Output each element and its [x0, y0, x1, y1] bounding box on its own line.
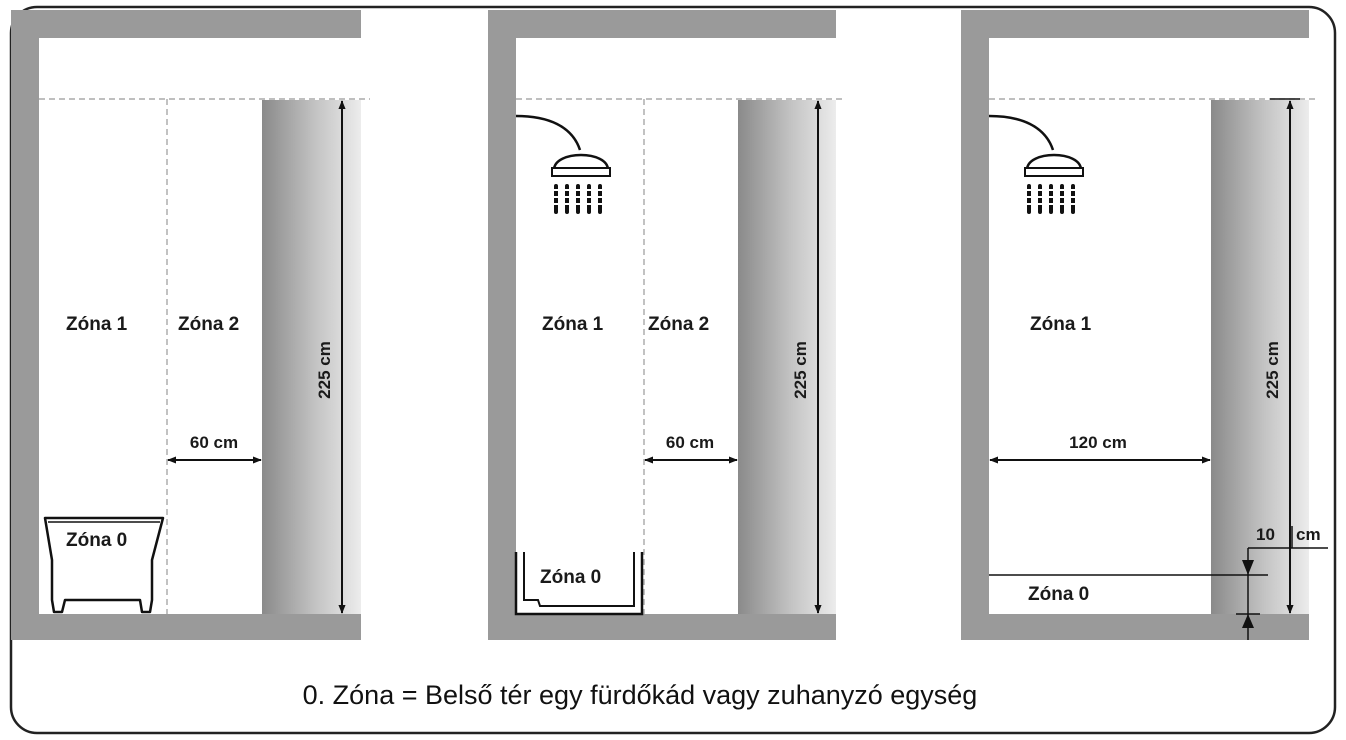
floor	[961, 614, 1309, 640]
wall-pillar	[738, 100, 836, 614]
shower-tray-icon	[514, 552, 644, 616]
width-dimension-label: 60 cm	[666, 433, 714, 452]
panel-walk-in-shower: Zóna 1 Zóna 0 120 cm 225 cm 10 cm	[961, 10, 1328, 640]
offset-dimension	[1236, 526, 1328, 640]
wall-pillar	[262, 100, 361, 614]
height-dimension-label: 225 cm	[791, 341, 810, 399]
zone2-label: Zóna 2	[178, 314, 239, 335]
zone2-label: Zóna 2	[648, 314, 709, 335]
wall-left	[11, 10, 39, 640]
width-dimension-label: 60 cm	[190, 433, 238, 452]
panel-bathtub: Zóna 1 Zóna 2 Zóna 0 60 cm 225 cm	[11, 10, 370, 640]
wall-left	[488, 10, 516, 640]
floor	[488, 614, 836, 640]
height-dimension-label: 225 cm	[315, 341, 334, 399]
floor	[11, 614, 361, 640]
zone1-label: Zóna 1	[66, 314, 128, 335]
wall-top	[11, 10, 361, 38]
offset-unit-label: cm	[1296, 525, 1321, 544]
panel-shower-tray: Zóna 1 Zóna 2 Zóna 0 60 cm 225 cm	[488, 10, 845, 640]
zone0-label: Zóna 0	[1028, 584, 1089, 605]
offset-value-label: 10	[1256, 525, 1275, 544]
wall-left	[961, 10, 989, 640]
shower-head-icon	[515, 114, 613, 214]
bathtub-icon	[43, 516, 165, 614]
zone0-label: Zóna 0	[66, 530, 127, 551]
zone1-label: Zóna 1	[542, 314, 604, 335]
width-dimension-label: 120 cm	[1069, 433, 1127, 452]
zone1-label: Zóna 1	[1030, 314, 1092, 335]
wall-top	[488, 10, 836, 38]
height-dimension-label: 225 cm	[1263, 341, 1282, 399]
wall-top	[961, 10, 1309, 38]
shower-head-icon	[988, 114, 1086, 214]
caption: 0. Zóna = Belső tér egy fürdőkád vagy zu…	[303, 680, 978, 710]
zone0-label: Zóna 0	[540, 567, 601, 588]
